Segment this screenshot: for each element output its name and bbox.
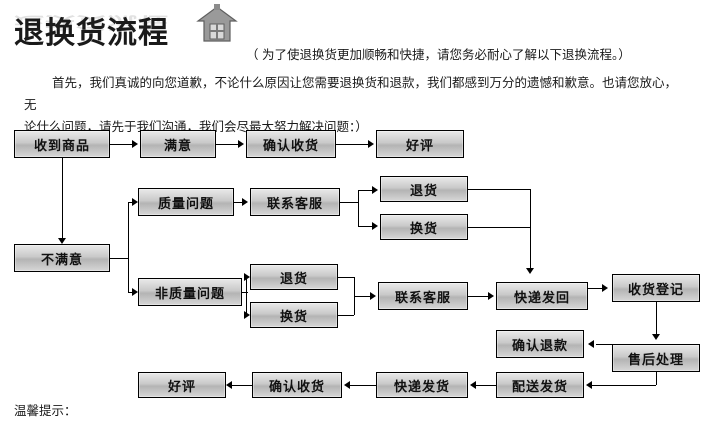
edge-nonquality-stem (242, 292, 248, 293)
arrowhead-delivery-shipment (586, 381, 592, 389)
arrowhead-good-review-1 (368, 140, 374, 148)
edge-join-to-service2 (354, 296, 372, 297)
node-exchange-2: 换货 (250, 302, 338, 328)
edge-aftersales-to-delivery (592, 385, 656, 386)
arrowhead-unsatisfied (58, 238, 66, 244)
node-confirm-refund: 确认退款 (496, 330, 584, 358)
arrowhead-exchange-2 (244, 311, 250, 319)
intro-line-1: 首先，我们真诚的向您道歉，不论什么原因让您需要退换货和退款，我们都感到万分的遗憾… (24, 76, 678, 112)
node-contact-service-1: 联系客服 (250, 188, 340, 216)
arrowhead-contact-service-1 (242, 198, 248, 206)
arrowhead-confirm-refund (588, 340, 594, 348)
house-icon (196, 4, 238, 42)
edge-to-quality (128, 202, 134, 203)
node-receipt-register: 收货登记 (612, 274, 700, 302)
arrowhead-receipt-register (602, 284, 608, 292)
arrowhead-satisfied (132, 140, 138, 148)
edge-express-down (530, 189, 531, 271)
edge-to-return-1 (358, 190, 374, 191)
node-contact-service-2: 联系客服 (378, 282, 468, 310)
edge-satisfied-to-confirm (216, 144, 240, 145)
node-satisfied: 满意 (140, 130, 216, 158)
edge-to-exchange-1 (358, 226, 374, 227)
edge-register-to-aftersales (656, 302, 657, 338)
arrowhead-after-sales (652, 334, 660, 340)
intro-paragraph: 首先，我们真诚的向您道歉，不论什么原因让您需要退换货和退款，我们都感到万分的遗憾… (24, 72, 688, 138)
edge-express-to-register (588, 288, 604, 289)
edge-confirm-to-review (336, 144, 370, 145)
edge-received-to-satisfied (110, 144, 134, 145)
edge-aftersales-down (656, 372, 657, 385)
node-good-review-2: 好评 (138, 372, 226, 398)
arrowhead-quality-issue (132, 198, 138, 206)
arrowhead-nonquality-issue (132, 288, 138, 296)
arrowhead-confirm-receipt-2 (344, 381, 350, 389)
arrowhead-good-review-2 (226, 381, 232, 389)
edge-service-split-1 (358, 190, 359, 226)
arrowhead-express-shipment (470, 381, 476, 389)
intro-line-2: 论什么问题，请先于我们沟通，我们会尽最大努力解决问题：） (24, 120, 368, 134)
page-title: 退换货流程 (14, 16, 169, 51)
edge-service2-to-express (468, 296, 490, 297)
edge-to-nonquality (128, 292, 134, 293)
node-after-sales: 售后处理 (612, 344, 700, 372)
arrowhead-express-back (526, 268, 534, 274)
node-express-shipment: 快递发货 (376, 372, 468, 398)
edge-unsatisfied-stem (110, 258, 128, 259)
node-return-1: 退货 (380, 176, 468, 202)
arrowhead-contact-service-2 (370, 292, 376, 300)
edge-return2-join (338, 277, 354, 278)
edge-exchange1-to-express (468, 227, 530, 228)
edge-received-to-unsatisfied (62, 158, 63, 240)
edge-service-stem-1 (340, 202, 358, 203)
arrowhead-confirm-receipt-1 (238, 140, 244, 148)
node-good-review-1: 好评 (376, 130, 464, 158)
edge-confirm2-to-review2 (232, 385, 252, 386)
edge-unsatisfied-split (128, 202, 129, 292)
node-confirm-receipt-2: 确认收货 (252, 372, 342, 398)
edge-exchange2-join (338, 315, 354, 316)
warm-tip: 温馨提示： (14, 404, 77, 418)
header-note: （ 为了使退换货更加顺畅和快捷，请您务必耐心了解以下退换流程。） (246, 48, 631, 62)
node-quality-issue: 质量问题 (138, 188, 234, 216)
node-confirm-receipt-1: 确认收货 (246, 130, 336, 158)
arrowhead-return-2 (244, 273, 250, 281)
node-return-2: 退货 (250, 264, 338, 290)
edge-express-to-confirm2 (350, 385, 376, 386)
node-exchange-1: 换货 (380, 214, 468, 240)
node-unsatisfied: 不满意 (14, 244, 110, 272)
node-nonquality-issue: 非质量问题 (138, 278, 242, 306)
edge-aftersales-to-refund-h (596, 344, 612, 345)
node-express-back: 快递发回 (496, 282, 588, 310)
node-delivery-shipment: 配送发货 (496, 372, 584, 398)
arrowhead-exchange-1 (372, 222, 378, 230)
edge-delivery-to-express (476, 385, 496, 386)
edge-return1-to-express (468, 189, 530, 190)
edge-nonquality-split (246, 277, 247, 315)
edge-quality-to-service (234, 202, 242, 203)
arrowhead-express-back-2 (488, 292, 494, 300)
arrowhead-return-1 (372, 186, 378, 194)
node-received-goods: 收到商品 (14, 130, 110, 158)
